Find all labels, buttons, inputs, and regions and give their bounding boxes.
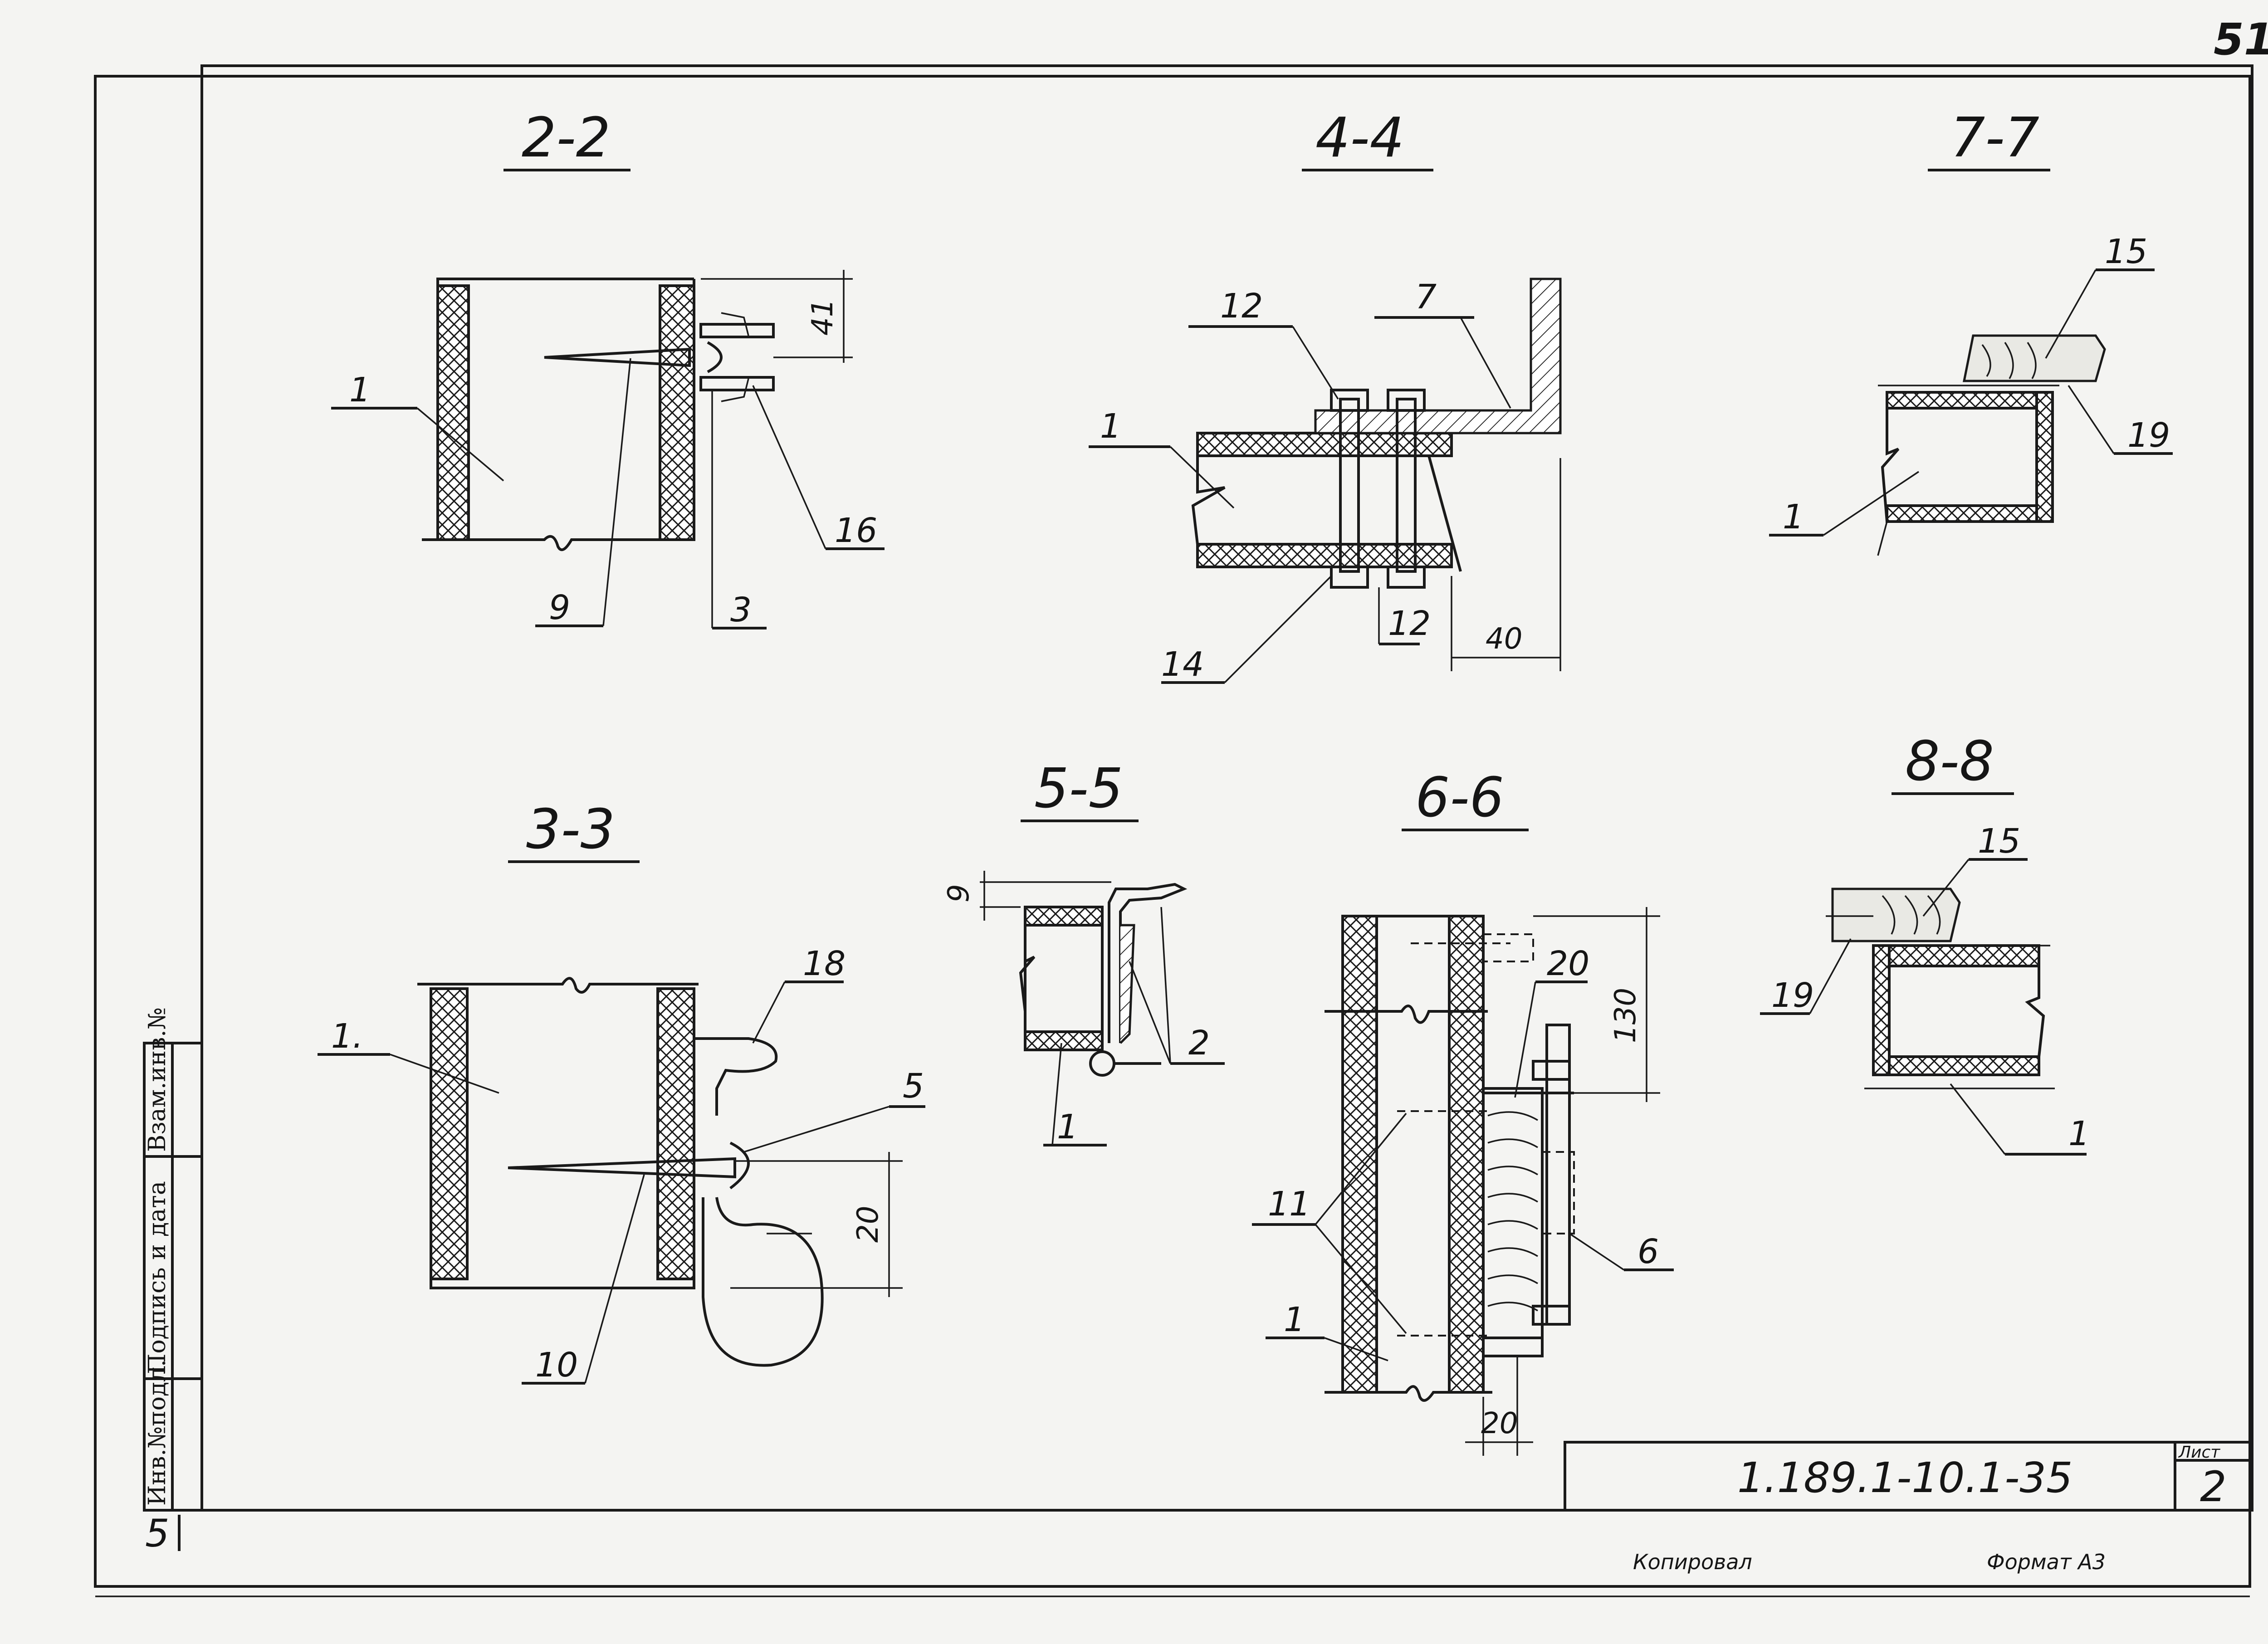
side-stamp: Инв.№подл. Подпись и дата Взам.инв.№: [143, 1007, 203, 1512]
label-5-5-2: 2: [1188, 1024, 1210, 1063]
section-title-7-7: 7-7: [1950, 107, 2039, 170]
section-title-4-4: 4-4: [1315, 107, 1404, 170]
dim-4-4-40: 40: [1486, 622, 1522, 656]
sheet-number: 2: [2200, 1463, 2227, 1511]
section-title-3-3: 3-3: [526, 798, 615, 861]
section-4-4: 4-4 40 7 12 1 14: [1089, 107, 1562, 684]
dim-3-3-20: 20: [851, 1206, 885, 1243]
section-7-7: 7-7 15 19 1: [1769, 107, 2173, 556]
label-6-6-6: 6: [1637, 1232, 1659, 1271]
label-2-2-3: 3: [730, 590, 752, 629]
label-3-3-10: 10: [535, 1346, 578, 1385]
dim-6-6-130: 130: [1609, 988, 1642, 1043]
side-stamp-field-2: Подпись и дата: [144, 1181, 171, 1374]
section-title-6-6: 6-6: [1415, 766, 1504, 829]
label-7-7-19: 19: [2127, 416, 2170, 455]
title-block: 1.189.1-10.1-35 Лист 2: [1564, 1441, 2253, 1512]
footer-format: Формат А3: [1987, 1550, 2106, 1574]
label-8-8-15: 15: [1978, 822, 2020, 861]
label-6-6-1: 1: [1284, 1300, 1305, 1339]
section-title-2-2: 2-2: [522, 107, 611, 170]
label-5-5-1: 1: [1057, 1107, 1078, 1146]
side-stamp-field-3: Взам.инв.№: [144, 1007, 171, 1152]
label-2-2-1: 1: [349, 371, 371, 410]
label-7-7-15: 15: [2105, 232, 2147, 271]
label-6-6-20: 20: [1547, 944, 1589, 983]
label-2-2-9: 9: [549, 588, 570, 627]
label-3-3-1: 1.: [331, 1017, 363, 1056]
section-2-2: 2-2 41 3 1 9 16: [331, 107, 885, 629]
dim-2-2-41: 41: [806, 299, 840, 336]
label-2-2-16: 16: [835, 511, 877, 550]
label-3-3-18: 18: [803, 944, 846, 983]
label-6-6-11: 11: [1268, 1185, 1310, 1224]
label-3-3-5: 5: [903, 1067, 924, 1106]
sheet-label: Лист: [2178, 1443, 2220, 1462]
side-stamp-field-1: Инв.№подл.: [144, 1359, 171, 1506]
corner-mark: 5: [145, 1511, 169, 1556]
label-4-4-7: 7: [1415, 278, 1437, 317]
section-6-6: 6-6 130 20 20 11: [1252, 766, 1674, 1456]
label-4-4-12-bottom: 12: [1388, 604, 1431, 643]
inner-frame: [200, 64, 2253, 1512]
section-title-5-5: 5-5: [1034, 757, 1123, 820]
footer-copied: Копировал: [1633, 1550, 1752, 1574]
label-4-4-12-top: 12: [1220, 287, 1263, 326]
label-8-8-1: 1: [2068, 1114, 2090, 1153]
section-8-8: 8-8 15 19 1: [1760, 730, 2090, 1156]
label-8-8-19: 19: [1771, 976, 1814, 1015]
label-7-7-1: 1: [1783, 498, 1804, 537]
dim-5-5-9: 9: [942, 884, 976, 902]
label-4-4-1: 1: [1100, 407, 1121, 446]
sheet-code: 1.189.1-10.1-35: [1737, 1454, 2072, 1502]
page-number: 51: [2214, 14, 2268, 65]
dim-6-6-20: 20: [1481, 1407, 1518, 1440]
label-4-4-14: 14: [1161, 645, 1204, 684]
section-3-3: 3-3 20 1. 18 5 10: [318, 798, 925, 1385]
section-5-5: 5-5 9 2 1: [942, 757, 1225, 1146]
outer-frame: [94, 75, 2251, 1588]
section-title-8-8: 8-8: [1905, 730, 1994, 793]
